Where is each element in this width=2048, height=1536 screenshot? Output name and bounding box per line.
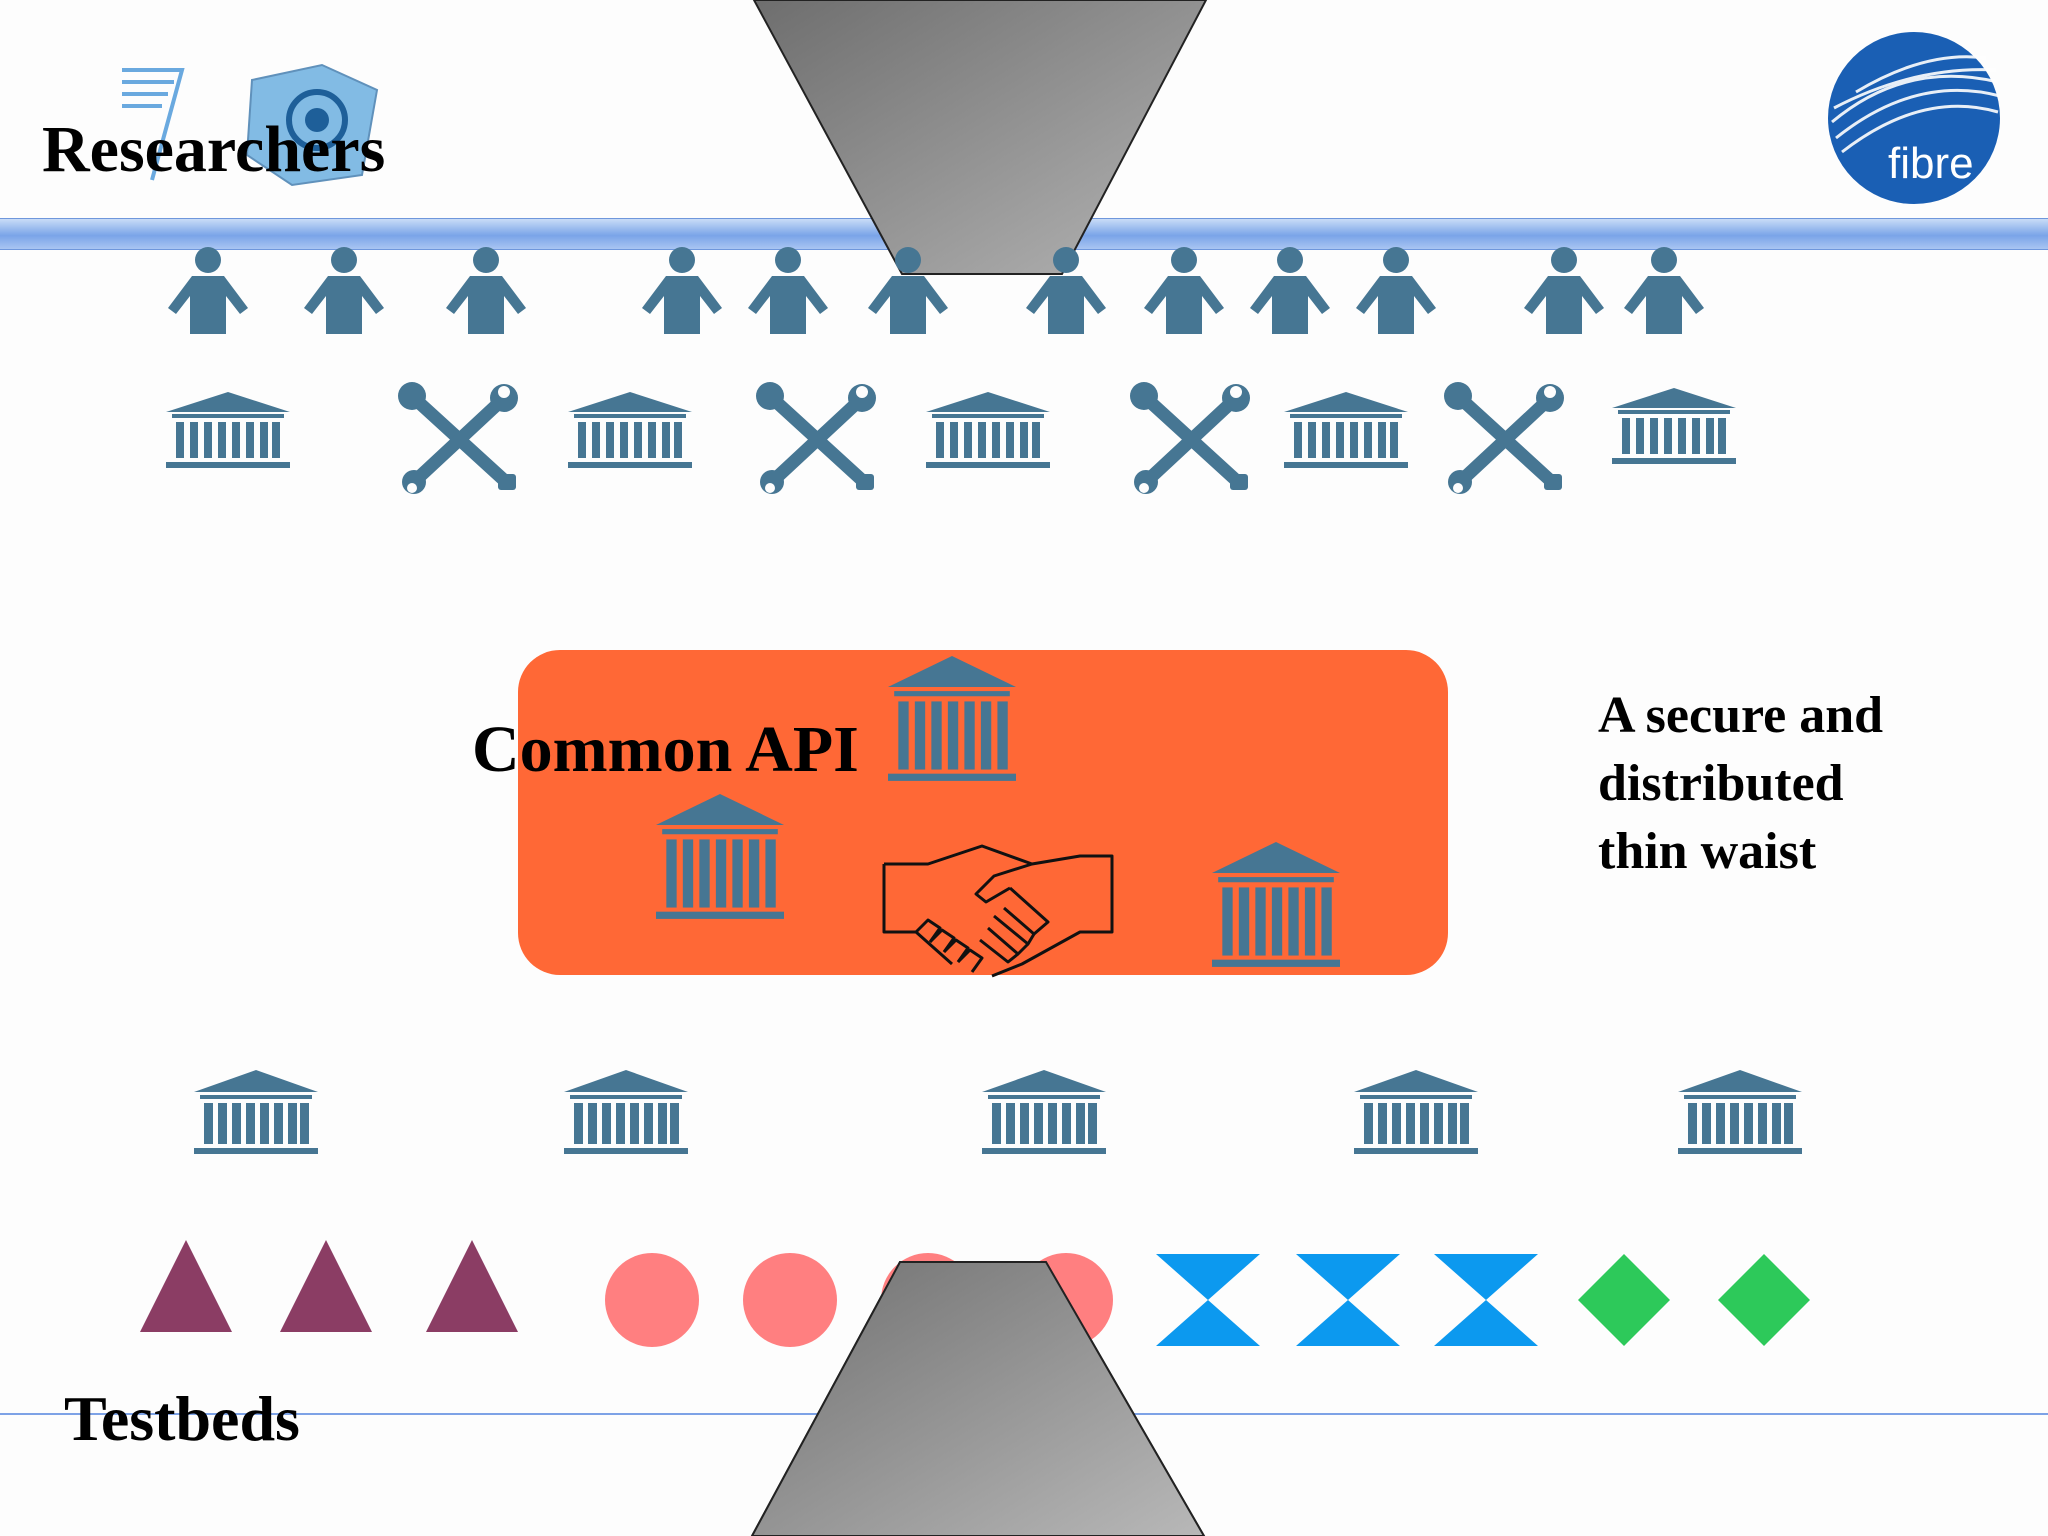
institution-icon [1284,392,1408,468]
diamond-shape [1578,1254,1670,1346]
triangle-shape [426,1240,518,1332]
person-icon [642,247,722,334]
bowtie-shape [1296,1254,1400,1346]
tools-icon [1444,382,1564,494]
circle-shape [605,1253,699,1347]
person-icon [1144,247,1224,334]
fibre-logo-text: fibre [1888,139,1974,188]
institution-icon [1678,1070,1802,1154]
institution-icon [564,1070,688,1154]
bottom-funnel-overlay [750,1261,1206,1536]
person-icon [1524,247,1604,334]
researchers-label: Researchers [42,113,386,186]
person-icon [1026,247,1106,334]
institution-icon [1354,1070,1478,1154]
institution-icon [888,656,1016,781]
fibre-logo: fibre [1828,32,2001,204]
common-api-label: Common API [472,713,859,786]
person-icon [304,247,384,334]
handshake-icon [882,844,1114,978]
circle-shape [743,1253,837,1347]
person-icon [748,247,828,334]
institution-icon [194,1070,318,1154]
triangle-shape [280,1240,372,1332]
bowtie-shape [1156,1254,1260,1346]
institution-icon [656,794,784,919]
person-icon [1624,247,1704,334]
person-icon [868,247,948,334]
institution-icon [166,392,290,468]
triangle-shape [140,1240,232,1332]
person-icon [1250,247,1330,334]
thin-waist-note: A secure and distributed thin waist [1598,687,1884,880]
person-icon [168,247,248,334]
institution-icon [568,392,692,468]
institution-icon [982,1070,1106,1154]
institution-icon [1612,388,1736,464]
institution-icon [926,392,1050,468]
bowtie-shape [1434,1254,1538,1346]
tools-icon [1130,382,1250,494]
diamond-shape [1718,1254,1810,1346]
fp7-logo [122,63,379,187]
testbeds-label: Testbeds [64,1383,300,1454]
tools-icon [398,382,518,494]
institution-icon [1212,842,1340,967]
person-icon [1356,247,1436,334]
tools-icon [756,382,876,494]
person-icon [446,247,526,334]
top-funnel-shape [752,0,1208,275]
